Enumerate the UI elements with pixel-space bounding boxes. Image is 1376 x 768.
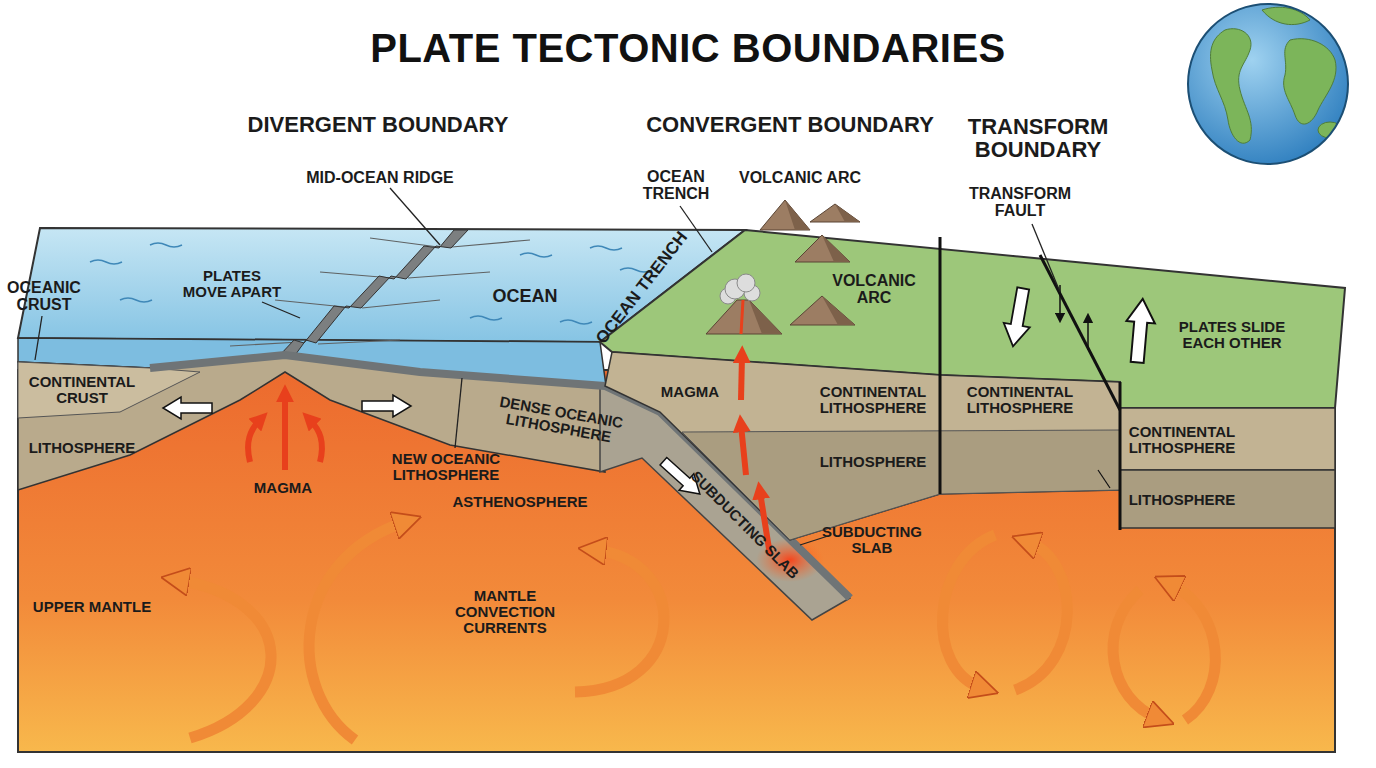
- convection-arrows-part: [575, 550, 664, 692]
- convection-arrows-part: [943, 535, 995, 688]
- convection-arrows: [178, 522, 1215, 740]
- fault-lines-part: [939, 237, 942, 494]
- convection-arrows-part: [178, 580, 271, 738]
- magma-arrows: [248, 356, 770, 555]
- volcanic-arc-part: [835, 204, 860, 222]
- volcanic-arc-part: [749, 300, 782, 334]
- volcanic-arc-part: [706, 300, 782, 334]
- volcanic-arc-part-part: [737, 274, 755, 292]
- layer-label: CONTINENTAL LITHOSPHERE: [798, 384, 948, 416]
- leader-lines: [35, 188, 1060, 545]
- motion-arrows-part: [362, 395, 411, 417]
- feature-label: TRANSFORM FAULT: [961, 186, 1079, 220]
- feature-label: VOLCANIC ARC: [700, 170, 900, 187]
- volcanic-arc-part: [785, 200, 810, 230]
- mid-ocean-ridge-part: [279, 230, 468, 358]
- motion-arrows-part: [163, 397, 212, 419]
- layer-label: UPPER MANTLE: [12, 599, 172, 615]
- mid-ocean-ridge-part-part: [318, 340, 400, 344]
- volcanic-arc-part: [760, 200, 810, 230]
- fault-lines-part: [1119, 382, 1122, 530]
- convection-arrows-part: [1170, 584, 1215, 720]
- magma-label: MAGMA: [233, 480, 333, 496]
- layer-label: CONTINENTAL LITHOSPHERE: [1107, 424, 1257, 456]
- feature-label: OCEAN TRENCH: [637, 169, 715, 203]
- ocean-surface-part: [90, 243, 652, 324]
- globe-part-part: [1262, 7, 1310, 24]
- convection-arrows-part: [309, 522, 405, 740]
- boundary-heading: DIVERGENT BOUNDARY: [218, 113, 538, 136]
- layer-label: CONTINENTAL LITHOSPHERE: [945, 384, 1095, 416]
- boundary-heading: CONVERGENT BOUNDARY: [620, 113, 960, 136]
- leader-lines-part: [35, 316, 42, 360]
- ocean-surface-part-part: [560, 320, 592, 324]
- mid-ocean-ridge-part-part: [370, 238, 438, 247]
- leader-lines-part: [390, 188, 440, 245]
- layer-label: NEW OCEANIC LITHOSPHERE: [389, 451, 504, 483]
- magma-arrows-part: [282, 395, 288, 470]
- magma-arrows-part: [310, 420, 322, 462]
- globe-part: [1188, 4, 1348, 164]
- magma-arrows-part: [741, 425, 746, 475]
- magma-arrows-part: [248, 420, 260, 462]
- leader-lines-part: [1032, 224, 1060, 292]
- convection-arrows-part: [1015, 542, 1067, 690]
- globe-part-part: [1211, 29, 1252, 144]
- volcanic-arc-part: [822, 235, 850, 262]
- feature-label: VOLCANIC ARC: [828, 273, 920, 307]
- ocean-surface-part-part: [590, 246, 622, 250]
- layer-label: ASTHENOSPHERE: [430, 494, 610, 510]
- feature-label: OCEAN: [465, 287, 585, 306]
- ocean-surface-part-part: [150, 243, 182, 247]
- motion-label: PLATES SLIDE EACH OTHER: [1172, 319, 1292, 351]
- layer-label: MANTLE CONVECTION CURRENTS: [450, 588, 560, 635]
- mid-ocean-ridge-part-part: [362, 300, 440, 308]
- globe-part: [1211, 7, 1342, 143]
- ocean-surface-part-part: [90, 260, 122, 264]
- layer-label: SUBDUCTING SLAB: [817, 524, 927, 556]
- convection-arrows-part: [1113, 590, 1158, 718]
- volcanic-arc-part: [822, 296, 855, 325]
- layer-label: LITHOSPHERE: [798, 454, 948, 470]
- boundary-heading: TRANSFORM BOUNDARY: [958, 115, 1118, 161]
- volcanic-arc-part: [720, 274, 760, 304]
- continental-lithosphere-part: [605, 352, 1120, 540]
- layer-label: OCEANIC CRUST: [4, 280, 84, 314]
- ocean-surface-part-part: [520, 253, 552, 257]
- layer-label: CONTINENTAL CRUST: [25, 374, 140, 406]
- motion-arrows: [163, 286, 1157, 502]
- fault-lines-part: [1087, 318, 1089, 350]
- magma-arrows-part: [741, 356, 742, 400]
- motion-arrows-part: [1123, 298, 1157, 364]
- volcanic-arc-part: [795, 235, 850, 262]
- layer-label: LITHOSPHERE: [1107, 492, 1257, 508]
- volcanic-arc: [706, 200, 860, 334]
- motion-label: PLATES MOVE APART: [180, 268, 284, 300]
- continental-lithosphere: [605, 352, 1335, 540]
- fault-lines-part: [1098, 470, 1110, 488]
- ocean-surface-part-part: [120, 298, 152, 302]
- layer-label: LITHOSPHERE: [12, 440, 152, 456]
- mid-ocean-ridge-part-part: [452, 240, 530, 247]
- volcanic-arc-part: [790, 296, 855, 325]
- globe-part: [1188, 4, 1348, 164]
- motion-arrows-part: [1000, 286, 1036, 348]
- leader-lines-part: [455, 378, 462, 448]
- globe: [1188, 4, 1348, 164]
- mid-ocean-ridge-part-part: [408, 272, 490, 278]
- diagram-title: PLATE TECTONIC BOUNDARIES: [238, 27, 1138, 69]
- ocean-surface-part-part: [470, 316, 502, 320]
- feature-label: MID-OCEAN RIDGE: [270, 170, 490, 187]
- magma-label: MAGMA: [640, 384, 740, 400]
- leader-lines-part: [262, 302, 300, 318]
- volcanic-arc-part: [741, 300, 743, 334]
- fault-lines: [940, 237, 1120, 530]
- volcanic-arc-part: [810, 204, 860, 222]
- globe-part-part: [1284, 39, 1336, 124]
